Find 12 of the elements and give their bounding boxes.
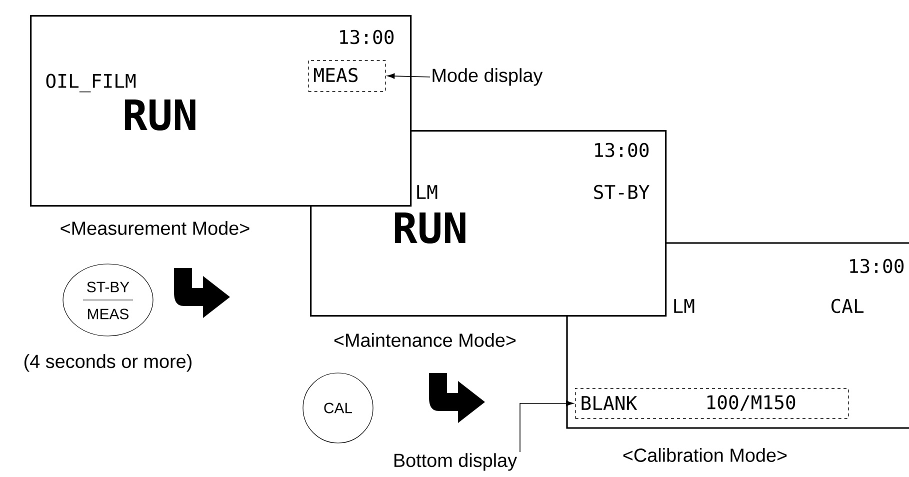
mode-caption: <Measurement Mode> xyxy=(60,221,250,235)
key-button: ST-BY MEAS xyxy=(62,264,154,336)
leader-arrow xyxy=(520,400,574,452)
key-button: CAL xyxy=(302,372,374,444)
dashed-display-box: MEAS xyxy=(308,60,386,92)
dashed-display-box: BLANK 100/M150 xyxy=(575,388,849,419)
button-caption: (4 seconds or more) xyxy=(24,354,192,372)
callout-text: Bottom display xyxy=(394,453,517,471)
mode-caption: <Maintenance Mode> xyxy=(334,333,516,347)
mode-caption: <Calibration Mode> xyxy=(623,448,787,462)
callout-text: Mode display xyxy=(432,68,543,86)
leader-arrow xyxy=(387,73,430,79)
